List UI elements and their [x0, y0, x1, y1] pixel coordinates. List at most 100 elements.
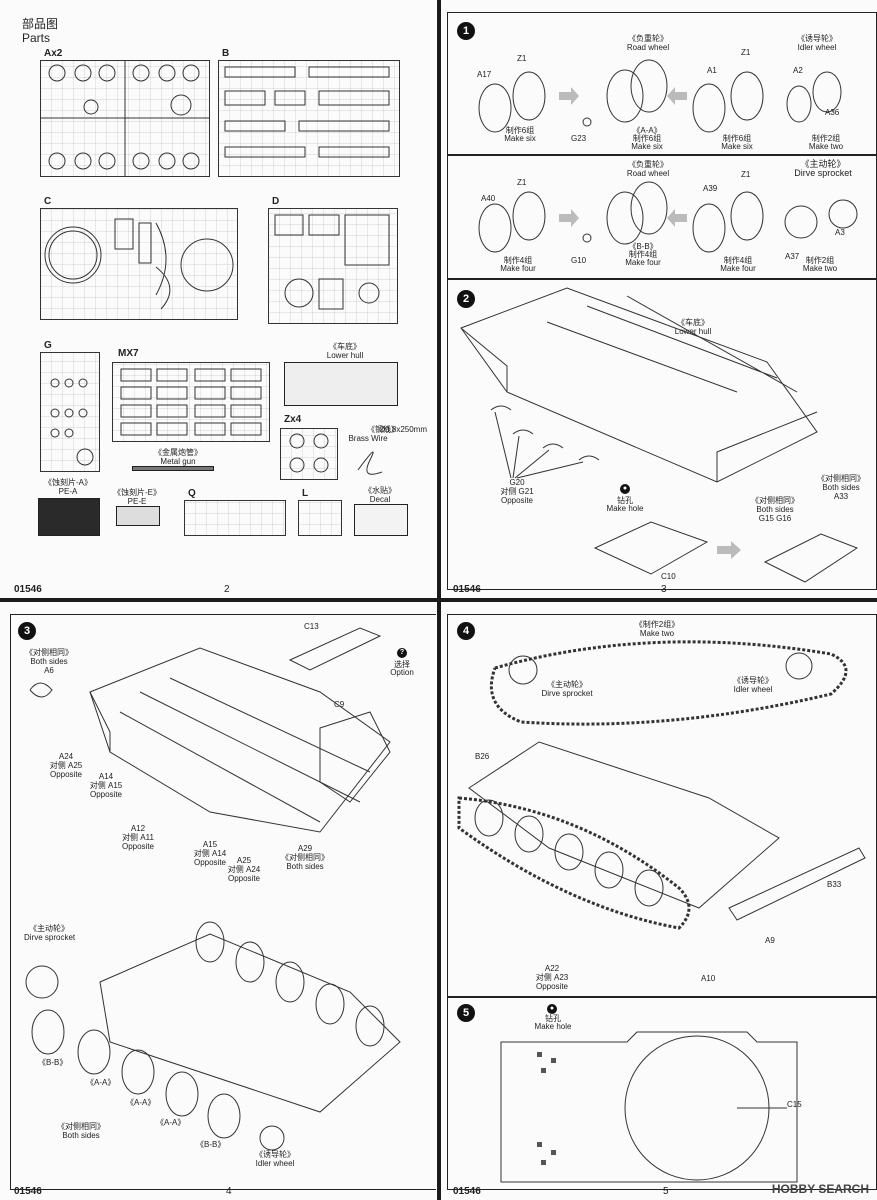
label-a6: A6 [44, 666, 54, 675]
decal-sheet [354, 504, 408, 536]
step-3-panel [10, 614, 436, 1190]
label-bb: 《B-B》 [628, 242, 658, 251]
product-code: 01546 [14, 584, 42, 595]
label-a14b: 对侧 A14 [193, 849, 227, 858]
both-sides-label: Both sides [756, 505, 794, 514]
brass-wire-label: Brass Wire [348, 434, 388, 443]
sprue-a-label: Ax2 [44, 48, 63, 59]
sprue-l [298, 500, 342, 536]
make-six-cn-2: 制作6组 [632, 134, 662, 143]
sprue-c [40, 208, 238, 320]
make-two-cn: 《制作2组》 [634, 620, 680, 629]
make-two-cn-1: 制作2组 [811, 134, 841, 143]
hull-wheels-drawing [25, 921, 401, 1151]
sprue-g-label: G [44, 340, 52, 351]
hull-suspension-drawing [29, 647, 391, 833]
drill-icon: ● [620, 484, 630, 494]
step-3-number: 3 [18, 622, 36, 640]
label-b33: B33 [827, 880, 842, 889]
make-four-cn-1: 制作4组 [503, 256, 533, 265]
arrow-icon [717, 541, 741, 559]
hull-tracks-drawing [457, 741, 866, 930]
label-bb-2: 《B-B》 [196, 1140, 226, 1149]
drive-sprocket-cn: 《主动轮》 [800, 159, 846, 169]
idler-wheel-cn: 《诱导轮》 [797, 34, 837, 43]
product-code: 01546 [453, 1186, 481, 1197]
label-a40: A40 [481, 194, 496, 203]
product-code: 01546 [453, 584, 481, 595]
sprue-q [184, 500, 286, 536]
parts-title: Parts [22, 31, 51, 45]
sprue-zx-wheels [289, 433, 329, 473]
both-sides-2-cn: 《对侧相同》 [817, 474, 865, 483]
lower-hull-cn: 《车底》 [329, 342, 361, 351]
option-cn: 选择 [394, 660, 410, 669]
page-2-parts: 部品图 Parts Ax2 B C [0, 0, 436, 598]
label-a23: 对侧 A23 [535, 973, 569, 982]
label-opposite-2: Opposite [89, 790, 123, 799]
sprue-b [218, 60, 400, 177]
make-two-2: Make two [802, 264, 838, 273]
sprue-q-label: Q [188, 488, 196, 499]
make-two-1: Make two [808, 142, 844, 151]
option-label: Option [390, 668, 414, 677]
make-two-label: Make two [639, 629, 675, 638]
label-a15b: A15 [202, 840, 218, 849]
label-a10: A10 [701, 974, 716, 983]
both-sides-label: Both sides [30, 657, 68, 666]
lower-hull-label-2: Lower hull [674, 327, 712, 336]
track-loop-drawing [489, 640, 848, 726]
label-a12: A12 [130, 824, 146, 833]
page-number: 5 [663, 1186, 669, 1197]
drill-cn: 钻孔 [617, 496, 633, 505]
brass-wire-cn: 《铜线》 [367, 425, 399, 434]
c10-plate-drawing [593, 521, 709, 575]
label-g10: G10 [571, 256, 587, 265]
label-a2: A2 [793, 66, 803, 75]
page-divider-horizontal [0, 598, 877, 602]
label-a29-cn: 《对侧相同》 [281, 853, 329, 862]
label-z1-d: Z1 [741, 170, 751, 179]
label-a24b: 对侧 A24 [227, 865, 261, 874]
watermark-logo: HOBBY SEARCH [771, 1182, 869, 1196]
c10-assembled-drawing [763, 533, 859, 583]
both-sides-2-cn: 《对侧相同》 [57, 1122, 105, 1131]
idler-wheel-label: Idler wheel [797, 43, 837, 52]
label-a15: 对侧 A15 [89, 781, 123, 790]
step-1b-wheels-drawing [478, 181, 858, 253]
road-wheel-2-cn: 《负重轮》 [628, 160, 668, 169]
page-number: 2 [224, 584, 230, 595]
page-4-step-3: 3 C13 ? 选择 Option 《对侧相同》 Both sides A6 C… [0, 602, 436, 1200]
idler-wheel-cn: 《诱导轮》 [733, 676, 773, 685]
label-z1-b: Z1 [741, 48, 751, 57]
make-four-cn-2: 制作4组 [628, 250, 658, 259]
road-wheel-cn: 《负重轮》 [628, 34, 668, 43]
page-5-steps: 4 《制作2组》 Make two 《主动轮》 Dirve sprocket 《… [441, 602, 877, 1200]
sprue-b-label: B [222, 48, 230, 59]
lower-hull-drawing [460, 287, 818, 483]
metal-gun-label: Metal gun [160, 457, 196, 466]
label-a14: A14 [98, 772, 114, 781]
pe-a-fret [38, 498, 100, 536]
step-2-number: 2 [457, 290, 475, 308]
step-5-number: 5 [457, 1004, 475, 1022]
drill-icon: ● [547, 1004, 557, 1014]
sprue-g [40, 352, 100, 472]
label-a36: A36 [825, 108, 840, 117]
idler-wheel-cn: 《诱导轮》 [255, 1150, 295, 1159]
label-opposite-5: Opposite [227, 874, 261, 883]
label-aa-2: 《A-A》 [126, 1098, 156, 1107]
g20-parts-drawing [490, 405, 600, 479]
idler-wheel-label: Idler wheel [255, 1159, 295, 1168]
label-a24: A24 [58, 752, 74, 761]
make-six-cn-1: 制作6组 [505, 126, 535, 135]
road-wheel-label: Road wheel [626, 43, 670, 52]
make-six-3: Make six [721, 142, 753, 151]
step-4-number: 4 [457, 622, 475, 640]
brass-wire-spec: Ø0.8x250mm [378, 425, 428, 434]
make-six-1: Make six [504, 134, 536, 143]
label-c15: C15 [787, 1100, 802, 1109]
label-bb-1: 《B-B》 [38, 1058, 68, 1067]
drive-sprocket-cn: 《主动轮》 [547, 680, 587, 689]
both-sides-2-label: Both sides [822, 483, 860, 492]
